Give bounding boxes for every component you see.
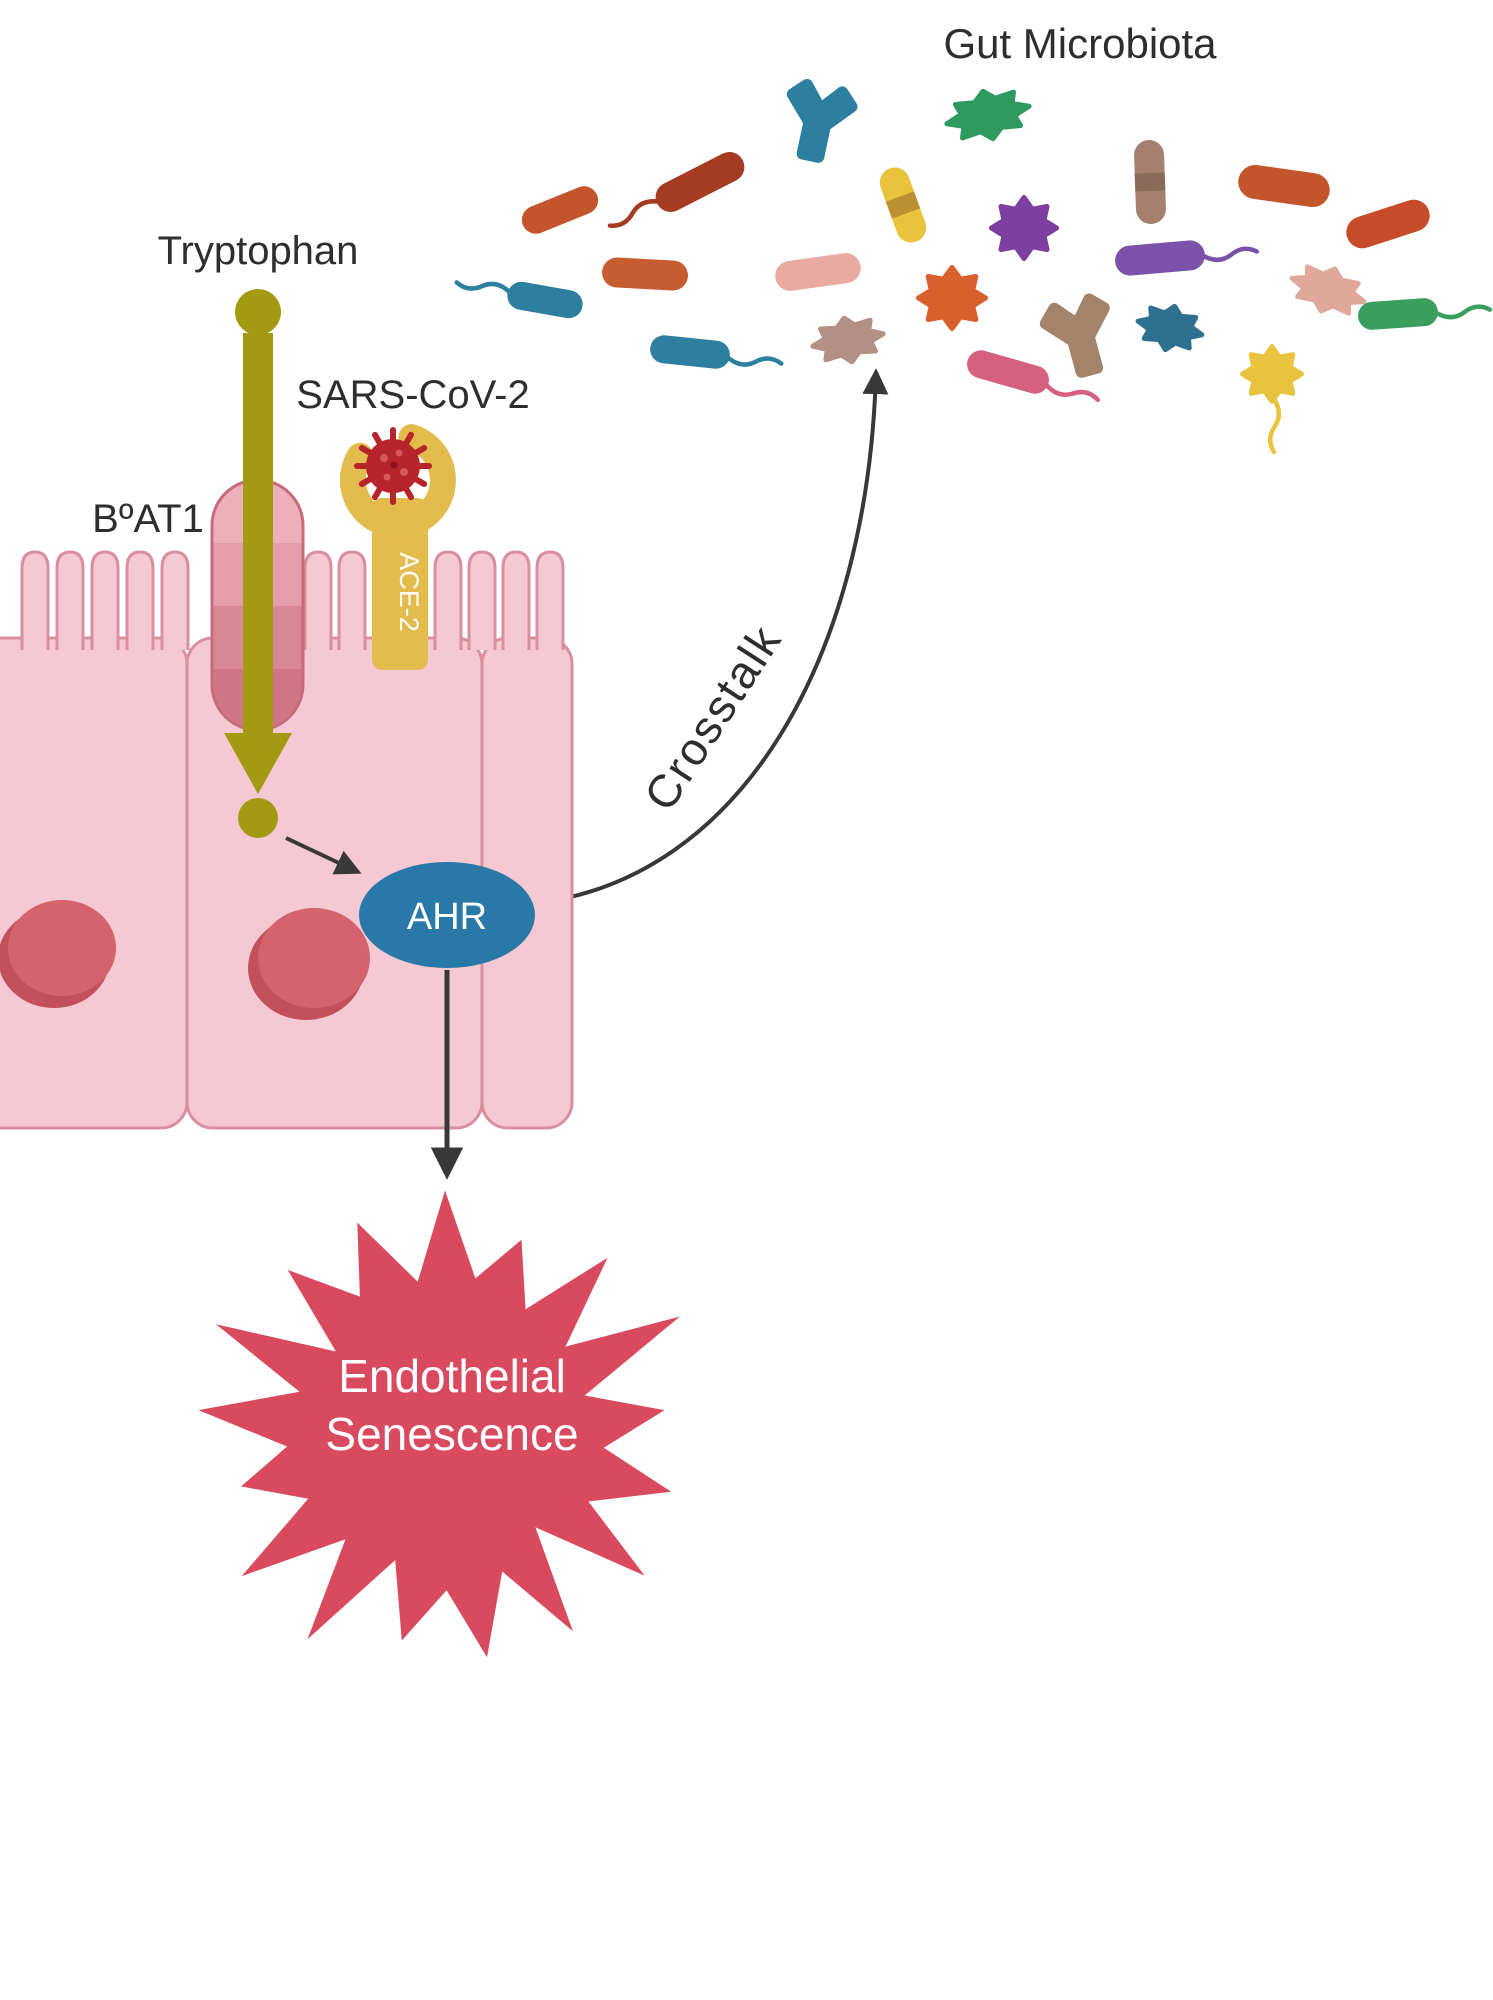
microvillus [303,550,333,650]
gut-microbiota-cluster [454,78,1493,455]
microvillus [501,550,531,650]
bacterium-rod-icon [521,186,599,234]
microvillus [90,550,120,650]
tryptophan-label: Tryptophan [158,229,359,273]
arrow-head [224,733,292,794]
microvillus [337,550,367,650]
bacterium-spiky-icon [1289,264,1367,316]
crosstalk-arrow [536,368,889,905]
ahr-label: AHR [407,896,487,938]
bacterium-rod-icon [879,167,927,243]
microvillus [433,550,463,650]
bacterium-rod-icon [1358,298,1493,330]
ace2-stem [372,498,428,670]
bacterium-spiky-icon [810,315,886,365]
arrow-shaft [243,333,273,735]
ace2-label: ACE-2 [394,552,424,632]
ahr-activation-arrow [285,836,362,875]
ahr-node [359,862,535,968]
bacterium-spiky-icon [1240,344,1304,455]
gut-microbiota-label: Gut Microbiota [943,20,1217,67]
crosstalk-label: Crosstalk [634,615,792,819]
tryptophan-molecule [235,289,281,335]
virus-texture-dot [383,473,391,481]
bacterium-spiky-icon [944,88,1032,142]
bacterium-rod-icon [607,152,745,228]
microvillus [55,550,85,650]
tryptophan-intracellular [238,798,278,838]
virus-texture-dot [390,461,398,469]
microvillus [125,550,155,650]
microvilli [20,550,565,650]
senescence-text-line1: Endothelial [338,1350,566,1402]
bacterium-spiky-icon [915,265,989,331]
bacterium-yshape-icon [1039,293,1110,378]
virus-texture-dot [400,468,408,476]
bacterium-yshape-icon [786,78,858,163]
bacterium-rod-icon [650,335,784,369]
bacterium-rod-icon [1115,240,1260,276]
ace2-receptor: ACE-2 [339,424,456,670]
bacterium-spiky-icon [1135,303,1205,353]
bacterium-rod-icon [967,350,1101,403]
bacterium-rod-icon [602,257,688,291]
cell-nucleus [258,908,370,1008]
virus-texture-dot [380,454,388,462]
microvillus [535,550,565,650]
bacterium-rod-icon [1134,140,1166,224]
sars-cov-2-virion [354,427,432,505]
ace2-claw [339,424,456,538]
b0at1-label: BºAT1 [92,497,204,541]
microvillus [20,550,50,650]
microvillus [467,550,497,650]
bacterium-rod-icon [454,280,583,319]
microvillus [160,550,190,650]
epithelial-cell [0,636,189,1130]
sars-cov-2-label: SARS-CoV-2 [296,373,529,417]
bacterium-rod-icon [775,253,861,291]
bacterium-rod-icon [1346,199,1430,249]
tryptophan-transport-arrow [224,333,292,794]
virus-texture-dot [395,449,403,457]
bacterium-spiky-icon [988,195,1060,261]
endothelial-senescence-burst [198,1190,680,1658]
bacterium-rod-icon [1238,164,1330,208]
senescence-text-line2: Senescence [325,1408,578,1460]
cell-nucleus [8,900,116,996]
